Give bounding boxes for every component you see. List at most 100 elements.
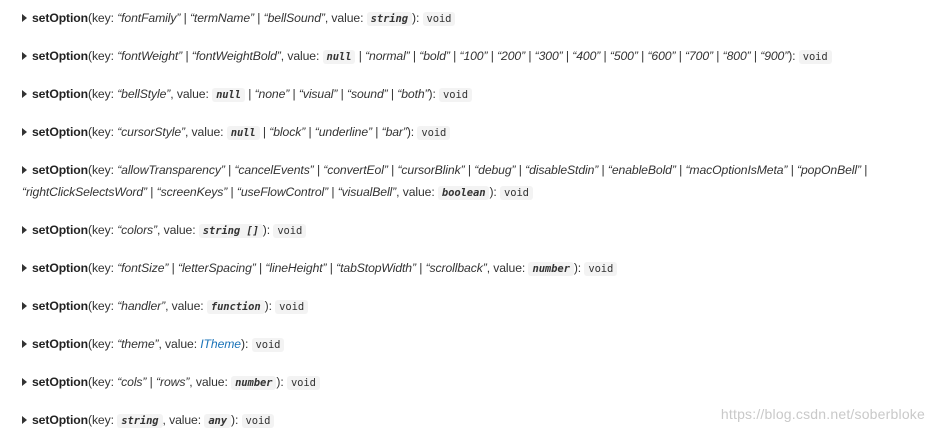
signature-text: , value:: [396, 185, 438, 199]
signature-text: , value:: [486, 261, 529, 275]
signature-row[interactable]: setOption(key: string, value: any): void: [22, 409, 929, 432]
signature-text: |: [289, 87, 299, 101]
return-type: void: [241, 414, 275, 428]
expand-caret-icon[interactable]: [22, 14, 27, 22]
key-literal: “fontWeight”: [117, 49, 183, 63]
key-literal: “200”: [497, 49, 526, 63]
signature-row[interactable]: setOption(key: “fontWeight” | “fontWeigh…: [22, 45, 929, 68]
key-literal: “800”: [722, 49, 751, 63]
expand-caret-icon[interactable]: [22, 128, 27, 136]
expand-caret-icon[interactable]: [22, 378, 27, 386]
signature-text: |: [244, 87, 255, 101]
signature-row[interactable]: setOption(key: “cols” | “rows”, value: n…: [22, 371, 929, 394]
return-type: void: [439, 88, 472, 102]
signature-text: (key:: [87, 337, 118, 351]
expand-caret-icon[interactable]: [22, 340, 27, 348]
signature-row[interactable]: setOption(key: “handler”, value: functio…: [22, 295, 929, 318]
signature-text: ):: [264, 299, 276, 313]
return-type: void: [584, 262, 618, 276]
signature-row[interactable]: setOption(key: “bellStyle”, value: null …: [22, 83, 929, 106]
method-name: setOption: [32, 163, 88, 177]
return-type: void: [273, 224, 307, 238]
key-literal: “cursorBlink”: [397, 163, 465, 177]
key-literal: “macOptionIsMeta”: [685, 163, 788, 177]
signature-text: |: [146, 375, 157, 389]
value-type: string []: [198, 224, 263, 238]
signature-text: |: [328, 185, 338, 199]
signature-text: |: [326, 261, 337, 275]
signature-text: |: [409, 49, 420, 63]
key-literal: “100”: [459, 49, 488, 63]
signature-text: |: [415, 261, 426, 275]
signature-text: |: [600, 49, 610, 63]
signature-text: |: [227, 185, 237, 199]
signature-text: |: [387, 87, 398, 101]
signature-text: ):: [428, 87, 440, 101]
signature-text: (key:: [87, 125, 118, 139]
expand-caret-icon[interactable]: [22, 52, 27, 60]
key-literal: “900”: [760, 49, 789, 63]
watermark: https://blog.csdn.net/soberbloke: [720, 406, 925, 422]
signature-text: |: [253, 11, 264, 25]
return-type: void: [422, 12, 456, 26]
key-literal: “enableBold”: [607, 163, 676, 177]
key-literal: “none”: [254, 87, 290, 101]
key-literal: “sound”: [347, 87, 388, 101]
signature-text: (key:: [87, 223, 118, 237]
key-literal: “600”: [647, 49, 676, 63]
signature-text: ):: [230, 413, 242, 427]
expand-caret-icon[interactable]: [22, 264, 27, 272]
expand-caret-icon[interactable]: [22, 226, 27, 234]
signature-text: |: [464, 163, 475, 177]
signature-text: (key:: [87, 11, 118, 25]
signature-row[interactable]: setOption(key: “cursorStyle”, value: nul…: [22, 121, 929, 144]
key-literal: “visual”: [298, 87, 338, 101]
signature-text: |: [487, 49, 498, 63]
value-type: number: [528, 262, 574, 276]
signature-text: |: [449, 49, 460, 63]
expand-caret-icon[interactable]: [22, 90, 27, 98]
key-literal: “allowTransparency”: [117, 163, 225, 177]
method-name: setOption: [32, 261, 88, 275]
key-literal: “400”: [572, 49, 601, 63]
return-type: void: [275, 300, 309, 314]
key-literal: “300”: [534, 49, 563, 63]
signature-text: |: [182, 49, 192, 63]
value-type: function: [206, 300, 265, 314]
method-name: setOption: [32, 299, 88, 313]
value-type: string: [117, 414, 163, 428]
key-literal: “fontSize”: [117, 261, 169, 275]
signature-text: |: [675, 163, 686, 177]
value-type: null: [322, 50, 356, 64]
expand-caret-icon[interactable]: [22, 302, 27, 310]
key-literal: “letterSpacing”: [177, 261, 256, 275]
signature-text: |: [598, 163, 608, 177]
signature-text: , value:: [280, 49, 323, 63]
key-literal: “scrollback”: [425, 261, 487, 275]
signature-text: (key:: [87, 49, 118, 63]
key-literal: “termName”: [189, 11, 254, 25]
signature-text: ):: [788, 49, 799, 63]
expand-caret-icon[interactable]: [22, 166, 27, 174]
signature-row[interactable]: setOption(key: “fontSize” | “letterSpaci…: [22, 257, 929, 280]
key-literal: “bar”: [381, 125, 407, 139]
signature-row[interactable]: setOption(key: “allowTransparency” | “ca…: [22, 159, 927, 204]
key-literal: “popOnBell”: [797, 163, 861, 177]
signature-text: |: [387, 163, 398, 177]
signature-text: ):: [489, 185, 500, 199]
signature-text: ):: [262, 223, 274, 237]
key-literal: “cursorStyle”: [117, 125, 185, 139]
key-literal: “tabStopWidth”: [336, 261, 416, 275]
signature-text: |: [259, 125, 270, 139]
type-link[interactable]: ITheme: [200, 337, 241, 351]
key-literal: “cancelEvents”: [234, 163, 314, 177]
expand-caret-icon[interactable]: [22, 416, 27, 424]
signature-text: |: [337, 87, 347, 101]
signature-row[interactable]: setOption(key: “fontFamily” | “termName”…: [22, 7, 929, 30]
signature-text: |: [562, 49, 573, 63]
key-literal: “convertEol”: [323, 163, 388, 177]
signature-text: , value:: [324, 11, 367, 25]
signature-row[interactable]: setOption(key: “theme”, value: ITheme): …: [22, 333, 929, 356]
value-type: null: [212, 88, 245, 102]
signature-row[interactable]: setOption(key: “colors”, value: string […: [22, 219, 929, 242]
